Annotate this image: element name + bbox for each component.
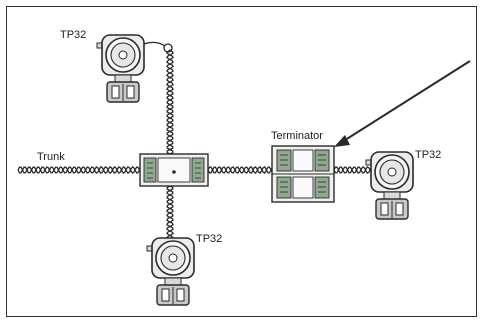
device-label-top: TP32 [60,29,86,41]
trunk-cable-strand-1 [17,166,141,174]
cable-group [17,41,373,239]
terminator-label: Terminator [271,130,323,142]
device-label-right: TP32 [415,149,441,161]
top-spur-cable-strand-1 [166,49,174,155]
device-label-bottom: TP32 [196,233,222,245]
terminator-link-cable-strand-2 [207,166,273,174]
bottom-spur-cable-strand-2 [166,185,174,239]
junction-block [139,153,209,187]
terminator-link-cable-strand-1 [207,166,273,174]
trunk-cable-strand-2 [17,166,141,174]
top-spur-cable-strand-2 [166,49,174,155]
right-device-cable-strand-2 [333,166,373,174]
trunk-label: Trunk [37,151,65,163]
top-device-lead [143,41,166,47]
terminator-block [271,145,335,203]
spur-loop [163,43,173,53]
pointer-arrow [334,60,471,147]
